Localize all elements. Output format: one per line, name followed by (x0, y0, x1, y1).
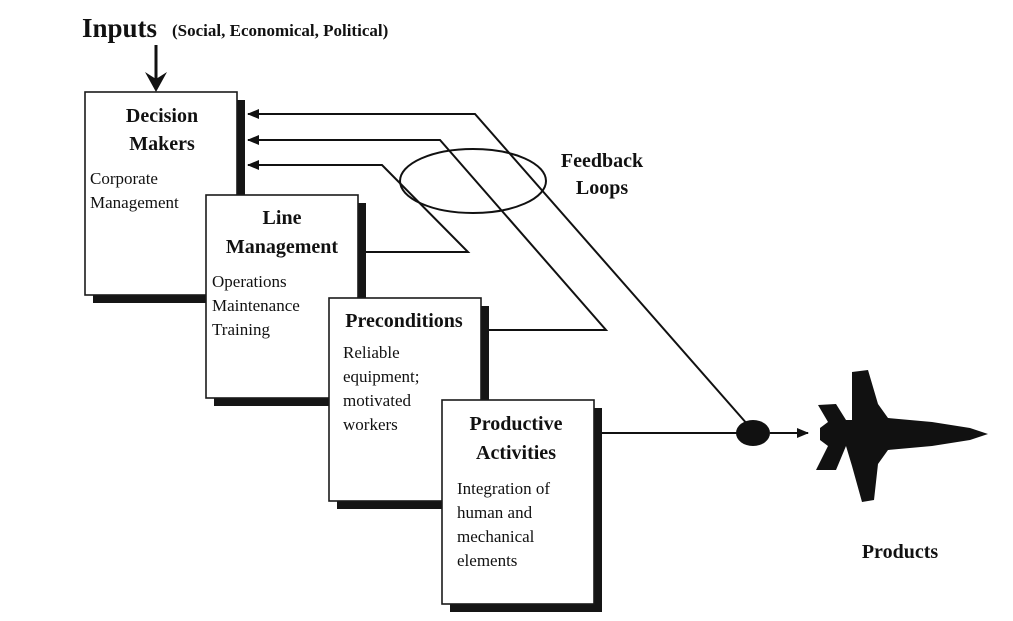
preconditions-body-3: motivated (343, 391, 411, 410)
preconditions-title: Preconditions (345, 310, 463, 332)
decision-makers-body-1: Corporate (90, 169, 158, 188)
productive-activities-title-2: Activities (476, 442, 556, 464)
productive-activities-body-1: Integration of (457, 479, 550, 498)
preconditions-body-4: workers (343, 415, 398, 434)
fighter-jet-icon (816, 370, 988, 502)
output-node (736, 420, 770, 446)
feedback-label-line1: Feedback (561, 150, 644, 172)
decision-makers-title-2: Makers (129, 133, 195, 155)
feedback-label-line2: Loops (576, 177, 628, 199)
line-management-title-2: Management (226, 236, 339, 258)
feedback-loops-ellipse (399, 148, 547, 214)
productive-activities-body-3: mechanical (457, 527, 535, 546)
input-arrow (145, 45, 167, 92)
line-management-title-1: Line (263, 207, 302, 229)
line-management-body-3: Training (212, 320, 270, 339)
decision-makers-title-1: Decision (126, 105, 198, 127)
productive-activities-box: Productive Activities Integration of hum… (441, 399, 602, 612)
inputs-title: Inputs (82, 13, 157, 43)
productive-activities-title-1: Productive (470, 413, 563, 435)
feedback-loop-line-management (247, 160, 471, 253)
inputs-subtitle: (Social, Economical, Political) (172, 21, 388, 40)
products-label: Products (862, 541, 939, 563)
line-management-body-2: Maintenance (212, 296, 300, 315)
feedback-loop-products (247, 109, 749, 426)
productive-activities-body-4: elements (457, 551, 517, 570)
decision-makers-body-2: Management (90, 193, 179, 212)
preconditions-body-2: equipment; (343, 367, 419, 386)
line-management-body-1: Operations (212, 272, 287, 291)
decision-makers-box: Decision Makers Corporate Management (84, 91, 245, 303)
productive-activities-body-2: human and (457, 503, 533, 522)
preconditions-body-1: Reliable (343, 343, 400, 362)
feedback-loop-preconditions (247, 135, 609, 331)
